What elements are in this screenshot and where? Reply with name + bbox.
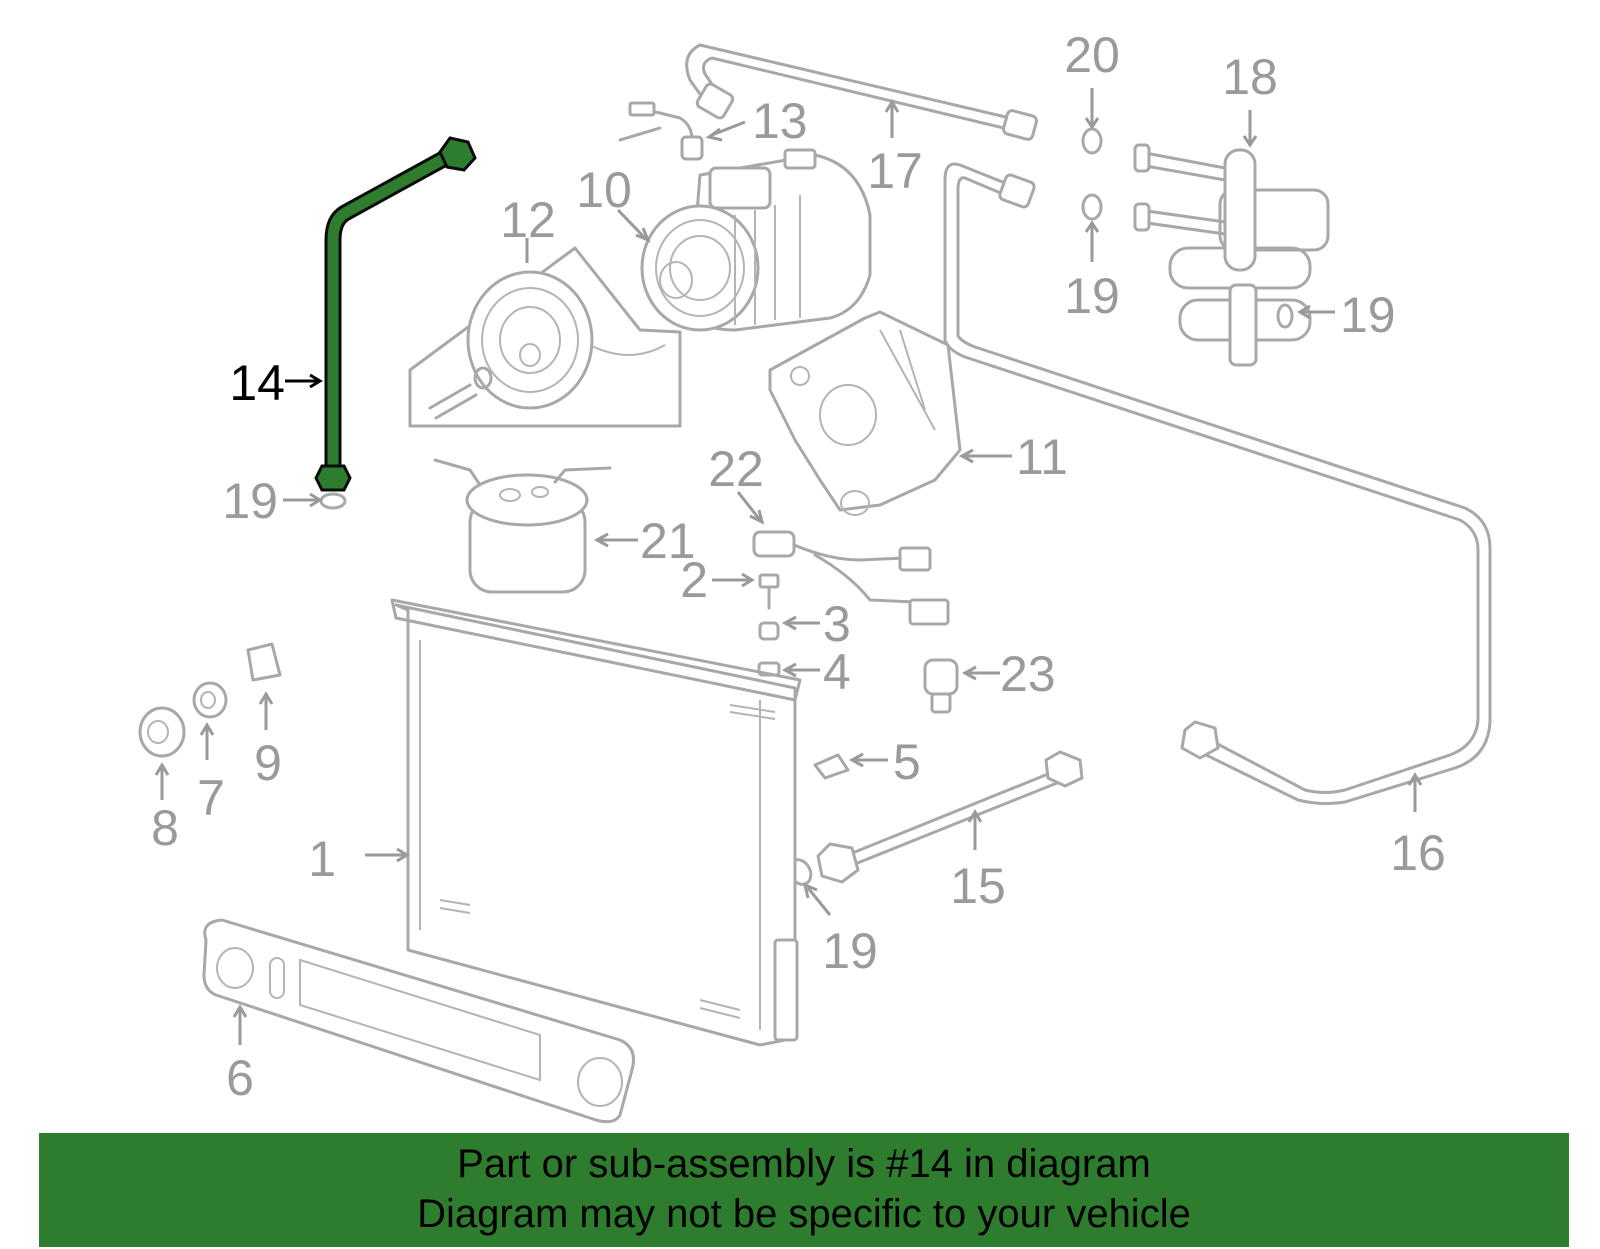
callout-16: 16	[1390, 825, 1446, 881]
info-banner: Part or sub-assembly is #14 in diagram D…	[39, 1133, 1569, 1247]
part-19-oring-a[interactable]	[1081, 193, 1103, 221]
parts-diagram: 1 2 3 4 5 6 7 8 9 10 11 12 13 14 15 16 1…	[138, 27, 1492, 1124]
callout-19d: 19	[822, 923, 878, 979]
callout-19a: 19	[1064, 268, 1120, 324]
callout-3: 3	[823, 596, 851, 652]
part-3-grommet[interactable]	[758, 621, 780, 641]
part-12-clutch[interactable]	[408, 246, 682, 428]
part-19-oring-b[interactable]	[1276, 303, 1294, 329]
callout-11: 11	[1016, 429, 1068, 485]
part-8-bushing[interactable]	[138, 706, 186, 758]
callout-15: 15	[950, 858, 1006, 914]
part-18-assembly[interactable]	[1133, 143, 1330, 367]
callout-22: 22	[708, 441, 764, 497]
part-21-drier[interactable]	[433, 458, 612, 594]
part-17-hose[interactable]	[685, 43, 1038, 141]
part-15-line[interactable]	[816, 750, 1084, 884]
part-1-condenser[interactable]	[390, 598, 802, 1047]
callout-19c: 19	[222, 473, 278, 529]
callout-23: 23	[1000, 646, 1056, 702]
banner-line-2: Diagram may not be specific to your vehi…	[417, 1192, 1191, 1236]
callout-2: 2	[680, 552, 708, 608]
callout-21: 21	[640, 513, 696, 569]
callout-19b: 19	[1340, 287, 1396, 343]
part-13-sensor[interactable]	[618, 101, 704, 161]
callout-13: 13	[752, 93, 808, 149]
part-22-switch[interactable]	[752, 530, 950, 626]
part-6-support[interactable]	[202, 918, 635, 1124]
callout-20: 20	[1064, 27, 1120, 83]
part-9-block[interactable]	[246, 642, 282, 682]
part-19-oring-c[interactable]	[319, 492, 347, 510]
callout-7: 7	[197, 770, 225, 826]
callout-1: 1	[308, 831, 336, 887]
callout-18: 18	[1222, 49, 1278, 105]
part-16-hose[interactable]	[943, 162, 1492, 806]
part-20-oring[interactable]	[1081, 127, 1103, 155]
callout-4: 4	[823, 644, 851, 700]
banner-line-1: Part or sub-assembly is #14 in diagram	[457, 1142, 1151, 1186]
callout-8: 8	[151, 800, 179, 856]
callout-labels: 1 2 3 4 5 6 7 8 9 10 11 12 13 14 15 16 1…	[151, 27, 1446, 1106]
part-14-hose-highlighted[interactable]	[314, 136, 477, 492]
callout-9: 9	[254, 735, 282, 791]
callout-10: 10	[576, 162, 632, 218]
callout-17: 17	[867, 143, 923, 199]
part-2-bolt[interactable]	[758, 573, 780, 610]
callout-14: 14	[229, 355, 285, 411]
leader-lines	[154, 88, 1423, 1045]
callout-5: 5	[893, 734, 921, 790]
part-11-bracket[interactable]	[768, 310, 962, 516]
part-7-bushing[interactable]	[192, 681, 228, 719]
part-23-switch[interactable]	[923, 658, 959, 714]
callout-6: 6	[226, 1050, 254, 1106]
part-10-compressor[interactable]	[640, 148, 872, 332]
part-5-clip[interactable]	[813, 753, 850, 780]
callout-12: 12	[500, 192, 556, 248]
